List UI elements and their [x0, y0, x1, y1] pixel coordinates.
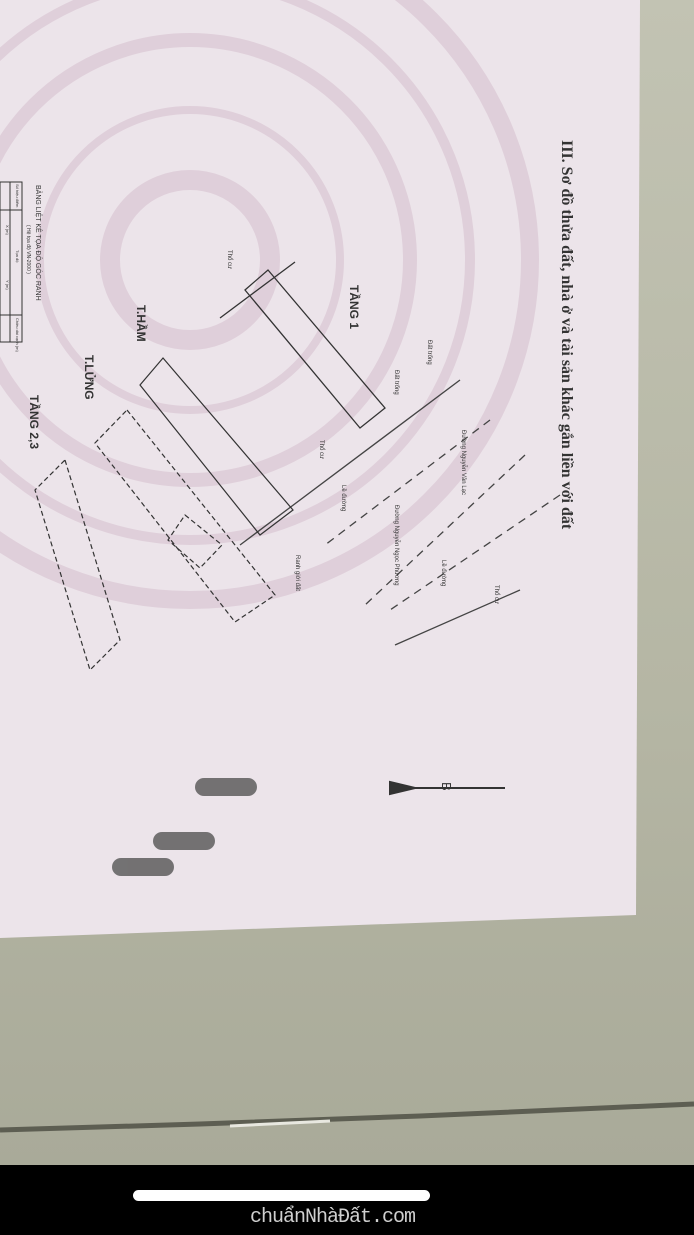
land-certificate-page: III. Sơ đồ thửa đất, nhà ở và tài sản kh…: [0, 0, 640, 938]
plot-mezzanine: [94, 409, 276, 623]
plot-floor-2-3: [34, 458, 121, 672]
table-header-length: Chiều dài cạnh (m): [15, 318, 20, 352]
label-le-duong: Lề đường: [340, 485, 346, 511]
label-t-lung: T.LỬNG: [82, 355, 97, 400]
table-header-point: Số hiệu điểm: [15, 184, 20, 208]
home-indicator[interactable]: [133, 1190, 430, 1201]
floor-crack: [0, 1101, 694, 1133]
label-tho-cu-2: Thổ cư: [318, 440, 325, 459]
label-tho-cu: Thổ cư: [226, 250, 233, 269]
table-title: BẢNG LIỆT KÊ TỌA ĐỘ GÓC RANH: [34, 185, 43, 301]
drum-seal-pattern: [0, 0, 539, 609]
section-title: III. Sơ đồ thửa đất, nhà ở và tài sản kh…: [558, 140, 575, 530]
label-street-1: Đường Nguyễn Ngọc Phương: [393, 505, 400, 586]
north-label: B: [439, 782, 454, 791]
label-tang-1: TẦNG 1: [347, 285, 362, 329]
label-street-2: Đường Nguyễn Văn Lạc: [460, 430, 467, 495]
label-tang-2-3: TẦNG 2,3: [27, 395, 42, 449]
table-subtitle: ( Hệ tọa độ VN-2000 ): [25, 225, 31, 274]
coordinate-table: [0, 181, 23, 343]
label-le-duong-2: Lề đường: [440, 560, 446, 586]
table-header-coord: Tọa độ: [15, 250, 20, 263]
label-t-ham: T.HẦM: [134, 305, 149, 342]
plot-floor-1: [219, 261, 386, 429]
redaction-marks: [112, 778, 257, 876]
table-header-y: Y (m): [5, 280, 10, 290]
plot-basement: [139, 357, 294, 536]
label-tho-cu-3: Thổ cư: [493, 585, 500, 604]
label-dat-trong: Đất trống: [393, 370, 399, 395]
north-arrow-icon: [389, 780, 505, 796]
road-lines: [239, 379, 561, 646]
label-boundary: Ranh giới đất: [294, 555, 300, 591]
table-header-x: X (m): [5, 225, 10, 235]
watermark-logo: chuẩnNhàĐất.com: [250, 1206, 416, 1229]
label-dat-trong-2: Đất trống: [426, 340, 432, 365]
